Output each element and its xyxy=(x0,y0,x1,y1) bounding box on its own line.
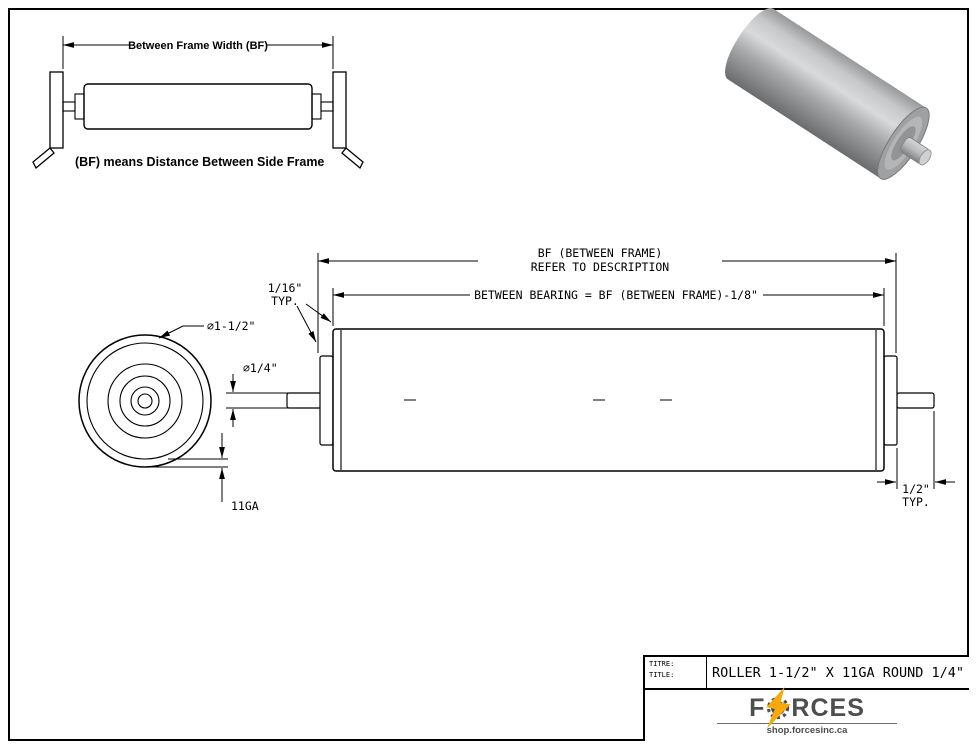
shaft-ext-label: 1/2" xyxy=(902,482,930,496)
bf-dim-label-line2: REFER TO DESCRIPTION xyxy=(531,260,670,274)
bf-caption: (BF) means Distance Between Side Frame xyxy=(75,155,324,169)
lightning-bolt-icon xyxy=(766,686,791,729)
forces-logo: F RCES xyxy=(749,686,865,729)
roller-tube xyxy=(332,328,885,472)
roller-3d-body xyxy=(725,8,932,180)
title-block-row-title: TITRE: TITLE: ROLLER 1-1/2" X 11GA ROUND… xyxy=(645,657,969,690)
shaft-dia-label: ⌀1/4" xyxy=(243,361,278,375)
logo-letters-rest: RCES xyxy=(791,693,865,722)
title-label-fr: TITRE: xyxy=(649,660,675,668)
legend-roller xyxy=(62,83,334,130)
title-block-row-logo: F RCES shop.forcesinc.ca xyxy=(645,686,969,741)
bf-dim-label-line1: BF (BETWEEN FRAME) xyxy=(538,246,663,260)
wall-gauge-label: 11GA xyxy=(231,499,259,513)
roller-end-view xyxy=(78,334,212,468)
roller-3d-render xyxy=(725,8,932,180)
title-label-en: TITLE: xyxy=(649,671,675,679)
right-bearing xyxy=(883,355,898,446)
bf-dimension-lines xyxy=(62,36,334,69)
shaft-ext-typ-label: TYP. xyxy=(902,495,930,509)
roller-side-view xyxy=(286,328,935,472)
gap-dim-typ-label: TYP. xyxy=(271,294,299,308)
bf-legend-diagram: Between Frame Width (BF) (BF) means Dist… xyxy=(32,36,364,170)
title-block: TITRE: TITLE: ROLLER 1-1/2" X 11GA ROUND… xyxy=(643,655,969,741)
gap-dim-label: 1/16" xyxy=(268,281,303,295)
logo-letter-f: F xyxy=(749,693,766,722)
left-shaft xyxy=(286,392,322,409)
left-bearing xyxy=(319,355,334,446)
drawing-title: ROLLER 1-1/2" X 11GA ROUND 1/4" xyxy=(712,664,964,681)
website-text: shop.forcesinc.ca xyxy=(766,724,848,736)
logo-divider xyxy=(717,722,897,724)
gear-icon xyxy=(766,686,791,729)
right-shaft xyxy=(896,392,935,409)
between-bearing-label: BETWEEN BEARING = BF (BETWEEN FRAME)-1/8… xyxy=(474,288,758,302)
title-labels: TITRE: TITLE: xyxy=(645,657,707,688)
dimension-lines xyxy=(150,253,955,502)
roller-dia-label: ⌀1-1/2" xyxy=(207,319,255,333)
dimension-labels: BF (BETWEEN FRAME) REFER TO DESCRIPTION … xyxy=(207,246,930,513)
bf-dim-text: Between Frame Width (BF) xyxy=(128,40,268,52)
